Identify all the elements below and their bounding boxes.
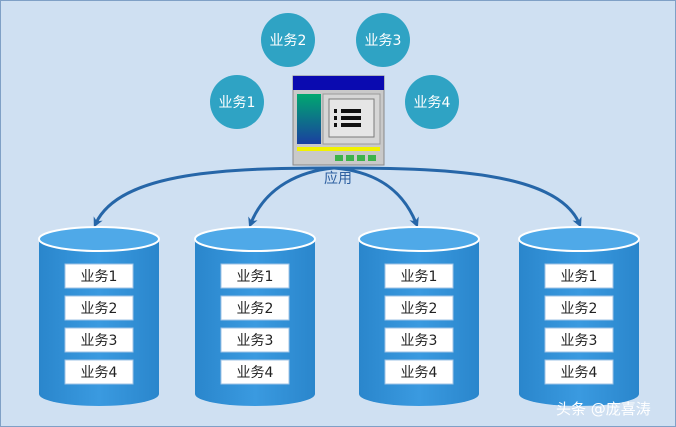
database-4-top xyxy=(518,226,640,252)
database-4-item-3: 业务3 xyxy=(561,333,598,349)
database-3-item-box-4 xyxy=(384,359,454,385)
database-3-item-2: 业务2 xyxy=(401,301,438,317)
database-2-item-box-2 xyxy=(220,295,290,321)
database-1: 业务1 业务2 业务3 业务4 xyxy=(38,226,160,406)
bubble-4-label: 业务4 xyxy=(414,95,451,111)
database-1-item-3: 业务3 xyxy=(81,333,118,349)
bubble-2: 业务2 xyxy=(261,13,315,67)
database-3-top xyxy=(358,226,480,252)
database-4: 业务1 业务2 业务3 业务4 xyxy=(518,226,640,406)
database-3: 业务1 业务2 业务3 业务4 xyxy=(358,226,480,406)
database-3-item-box-2 xyxy=(384,295,454,321)
database-2-item-1: 业务1 xyxy=(237,269,274,285)
database-3-item-box-3 xyxy=(384,327,454,353)
database-1-item-box-4 xyxy=(64,359,134,385)
database-2-item-box-3 xyxy=(220,327,290,353)
database-1-item-box-1 xyxy=(64,263,134,289)
arrow-to-db-1 xyxy=(93,166,335,228)
database-1-item-box-3 xyxy=(64,327,134,353)
database-1-item-4: 业务4 xyxy=(81,365,118,381)
database-2-item-4: 业务4 xyxy=(237,365,274,381)
bubble-2-label: 业务2 xyxy=(270,33,307,49)
database-4-item-box-2 xyxy=(544,295,614,321)
watermark: 头条 @庞喜涛 xyxy=(556,400,651,418)
database-2-item-box-4 xyxy=(220,359,290,385)
database-3-item-3: 业务3 xyxy=(401,333,438,349)
database-3-item-1: 业务1 xyxy=(401,269,438,285)
bubble-3: 业务3 xyxy=(356,13,410,67)
database-1-item-1: 业务1 xyxy=(81,269,118,285)
database-3-item-4: 业务4 xyxy=(401,365,438,381)
database-2-item-box-1 xyxy=(220,263,290,289)
database-1-item-box-2 xyxy=(64,295,134,321)
database-1-top xyxy=(38,226,160,252)
arrow-to-db-2 xyxy=(248,166,335,228)
database-2: 业务1 业务2 业务3 业务4 xyxy=(194,226,316,406)
arrow-to-db-4 xyxy=(333,166,582,228)
database-2-item-2: 业务2 xyxy=(237,301,274,317)
database-2-item-3: 业务3 xyxy=(237,333,274,349)
database-4-item-4: 业务4 xyxy=(561,365,598,381)
database-4-item-2: 业务2 xyxy=(561,301,598,317)
database-1-item-2: 业务2 xyxy=(81,301,118,317)
application-label: 应用 xyxy=(324,170,352,187)
bubble-3-label: 业务3 xyxy=(365,33,402,49)
bubble-1: 业务1 xyxy=(210,75,264,129)
database-4-item-1: 业务1 xyxy=(561,269,598,285)
application-icon: 应用 xyxy=(292,75,385,187)
database-4-item-box-1 xyxy=(544,263,614,289)
bubble-4: 业务4 xyxy=(405,75,459,129)
database-4-item-box-4 xyxy=(544,359,614,385)
connector-arrows xyxy=(93,166,582,228)
bubble-1-label: 业务1 xyxy=(219,95,256,111)
database-4-item-box-3 xyxy=(544,327,614,353)
database-group: 业务1业务2业务3业务4业务1业务2业务3业务4业务1业务2业务3业务4业务1业… xyxy=(38,226,640,406)
database-2-top xyxy=(194,226,316,252)
database-3-item-box-1 xyxy=(384,263,454,289)
